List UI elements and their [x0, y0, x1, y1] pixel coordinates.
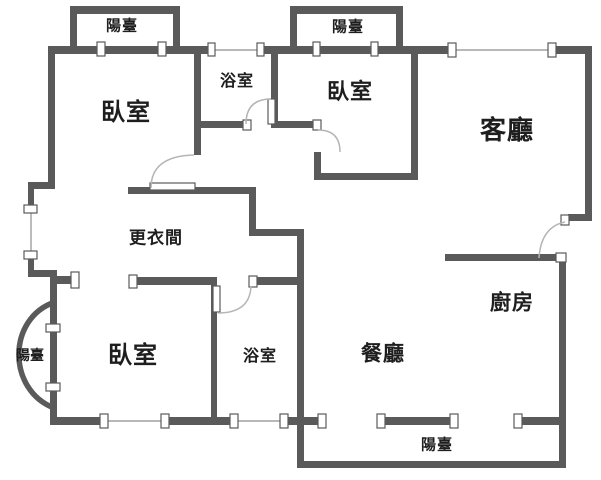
window-symbols — [23, 41, 570, 429]
room-label-balcony-top-left: 陽臺 — [105, 16, 139, 35]
door-jamb — [312, 119, 322, 131]
window-glass-lines — [30, 49, 548, 422]
wall — [50, 270, 57, 425]
window-symbol — [157, 41, 167, 57]
window-symbol — [376, 413, 386, 429]
room-label-living-room: 客廳 — [479, 116, 535, 146]
wall — [28, 270, 57, 277]
wall — [249, 187, 256, 232]
wall — [197, 121, 244, 128]
room-label-bathroom-top: 浴室 — [219, 71, 255, 90]
window-symbol — [447, 42, 457, 58]
wall — [314, 152, 321, 180]
door-leaf — [212, 285, 221, 313]
window-symbol — [45, 382, 61, 392]
wall — [559, 254, 566, 468]
window-symbol — [23, 204, 38, 214]
wall — [556, 46, 592, 54]
wall — [288, 417, 319, 425]
wall — [70, 6, 180, 14]
wall — [48, 46, 208, 54]
wall — [297, 461, 566, 468]
window-symbol — [513, 413, 523, 429]
wall — [211, 277, 217, 424]
window-symbol — [312, 41, 321, 57]
wall — [136, 277, 217, 285]
door-leaf — [267, 98, 276, 125]
room-label-bathroom-bottom: 浴室 — [242, 346, 278, 365]
room-label-balcony-left: 陽臺 — [16, 348, 44, 364]
wall — [314, 173, 418, 180]
wall — [55, 276, 72, 284]
door-jamb — [555, 252, 567, 263]
room-label-bedroom-top-middle: 臥室 — [326, 80, 374, 105]
wall — [271, 121, 320, 128]
window-symbol — [96, 41, 106, 57]
wall — [445, 254, 560, 261]
wall — [290, 6, 403, 14]
window-symbol — [23, 250, 38, 260]
window-symbol — [70, 271, 80, 289]
room-label-balcony-top-middle: 陽臺 — [331, 17, 365, 36]
door-arc — [217, 285, 252, 314]
wall — [384, 417, 451, 425]
window-symbol — [279, 413, 289, 429]
wall — [396, 6, 403, 52]
room-label-dining-room: 餐廳 — [361, 341, 405, 366]
window-symbol — [160, 413, 170, 429]
wall — [51, 417, 103, 425]
door-arc — [150, 154, 195, 189]
wall — [585, 46, 592, 216]
window-symbol — [547, 42, 557, 58]
walls — [28, 6, 592, 468]
wall — [251, 277, 298, 285]
door-jamb — [242, 119, 252, 131]
wall — [522, 417, 560, 425]
window-symbol — [317, 413, 327, 429]
door-leaf — [149, 182, 196, 191]
wall — [194, 46, 201, 155]
wall — [173, 6, 180, 52]
wall — [411, 46, 418, 180]
wall — [169, 417, 231, 425]
wall — [28, 182, 55, 189]
wall — [568, 214, 592, 221]
room-label-bedroom-top-left: 臥室 — [101, 98, 151, 126]
window-symbol — [99, 413, 109, 429]
window-symbol — [128, 274, 138, 289]
door-arc — [317, 129, 341, 153]
room-label-bedroom-bottom-left: 臥室 — [108, 341, 158, 369]
room-label-kitchen: 廚房 — [490, 290, 534, 315]
wall — [264, 46, 448, 54]
window-symbol — [248, 275, 258, 288]
door-leaves — [149, 98, 276, 313]
room-label-walk-in-closet: 更衣間 — [129, 228, 183, 249]
door-arcs — [150, 98, 566, 314]
wall — [28, 258, 34, 277]
door-jamb — [560, 214, 570, 226]
wall — [70, 6, 77, 52]
wall — [28, 182, 34, 210]
curved-balcony-wall — [16, 299, 56, 411]
wall — [297, 229, 304, 468]
wall — [271, 46, 278, 128]
window-symbol — [229, 413, 239, 429]
window-symbol — [45, 323, 61, 333]
window-symbol — [370, 41, 379, 57]
door-arc — [538, 221, 566, 259]
wall — [249, 229, 304, 236]
room-label-balcony-bottom: 陽臺 — [420, 435, 454, 454]
window-symbol — [207, 42, 216, 57]
wall — [48, 46, 55, 186]
window-symbol — [256, 42, 265, 57]
wall — [290, 6, 297, 52]
door-arc — [245, 98, 272, 125]
window-symbol — [449, 413, 459, 429]
